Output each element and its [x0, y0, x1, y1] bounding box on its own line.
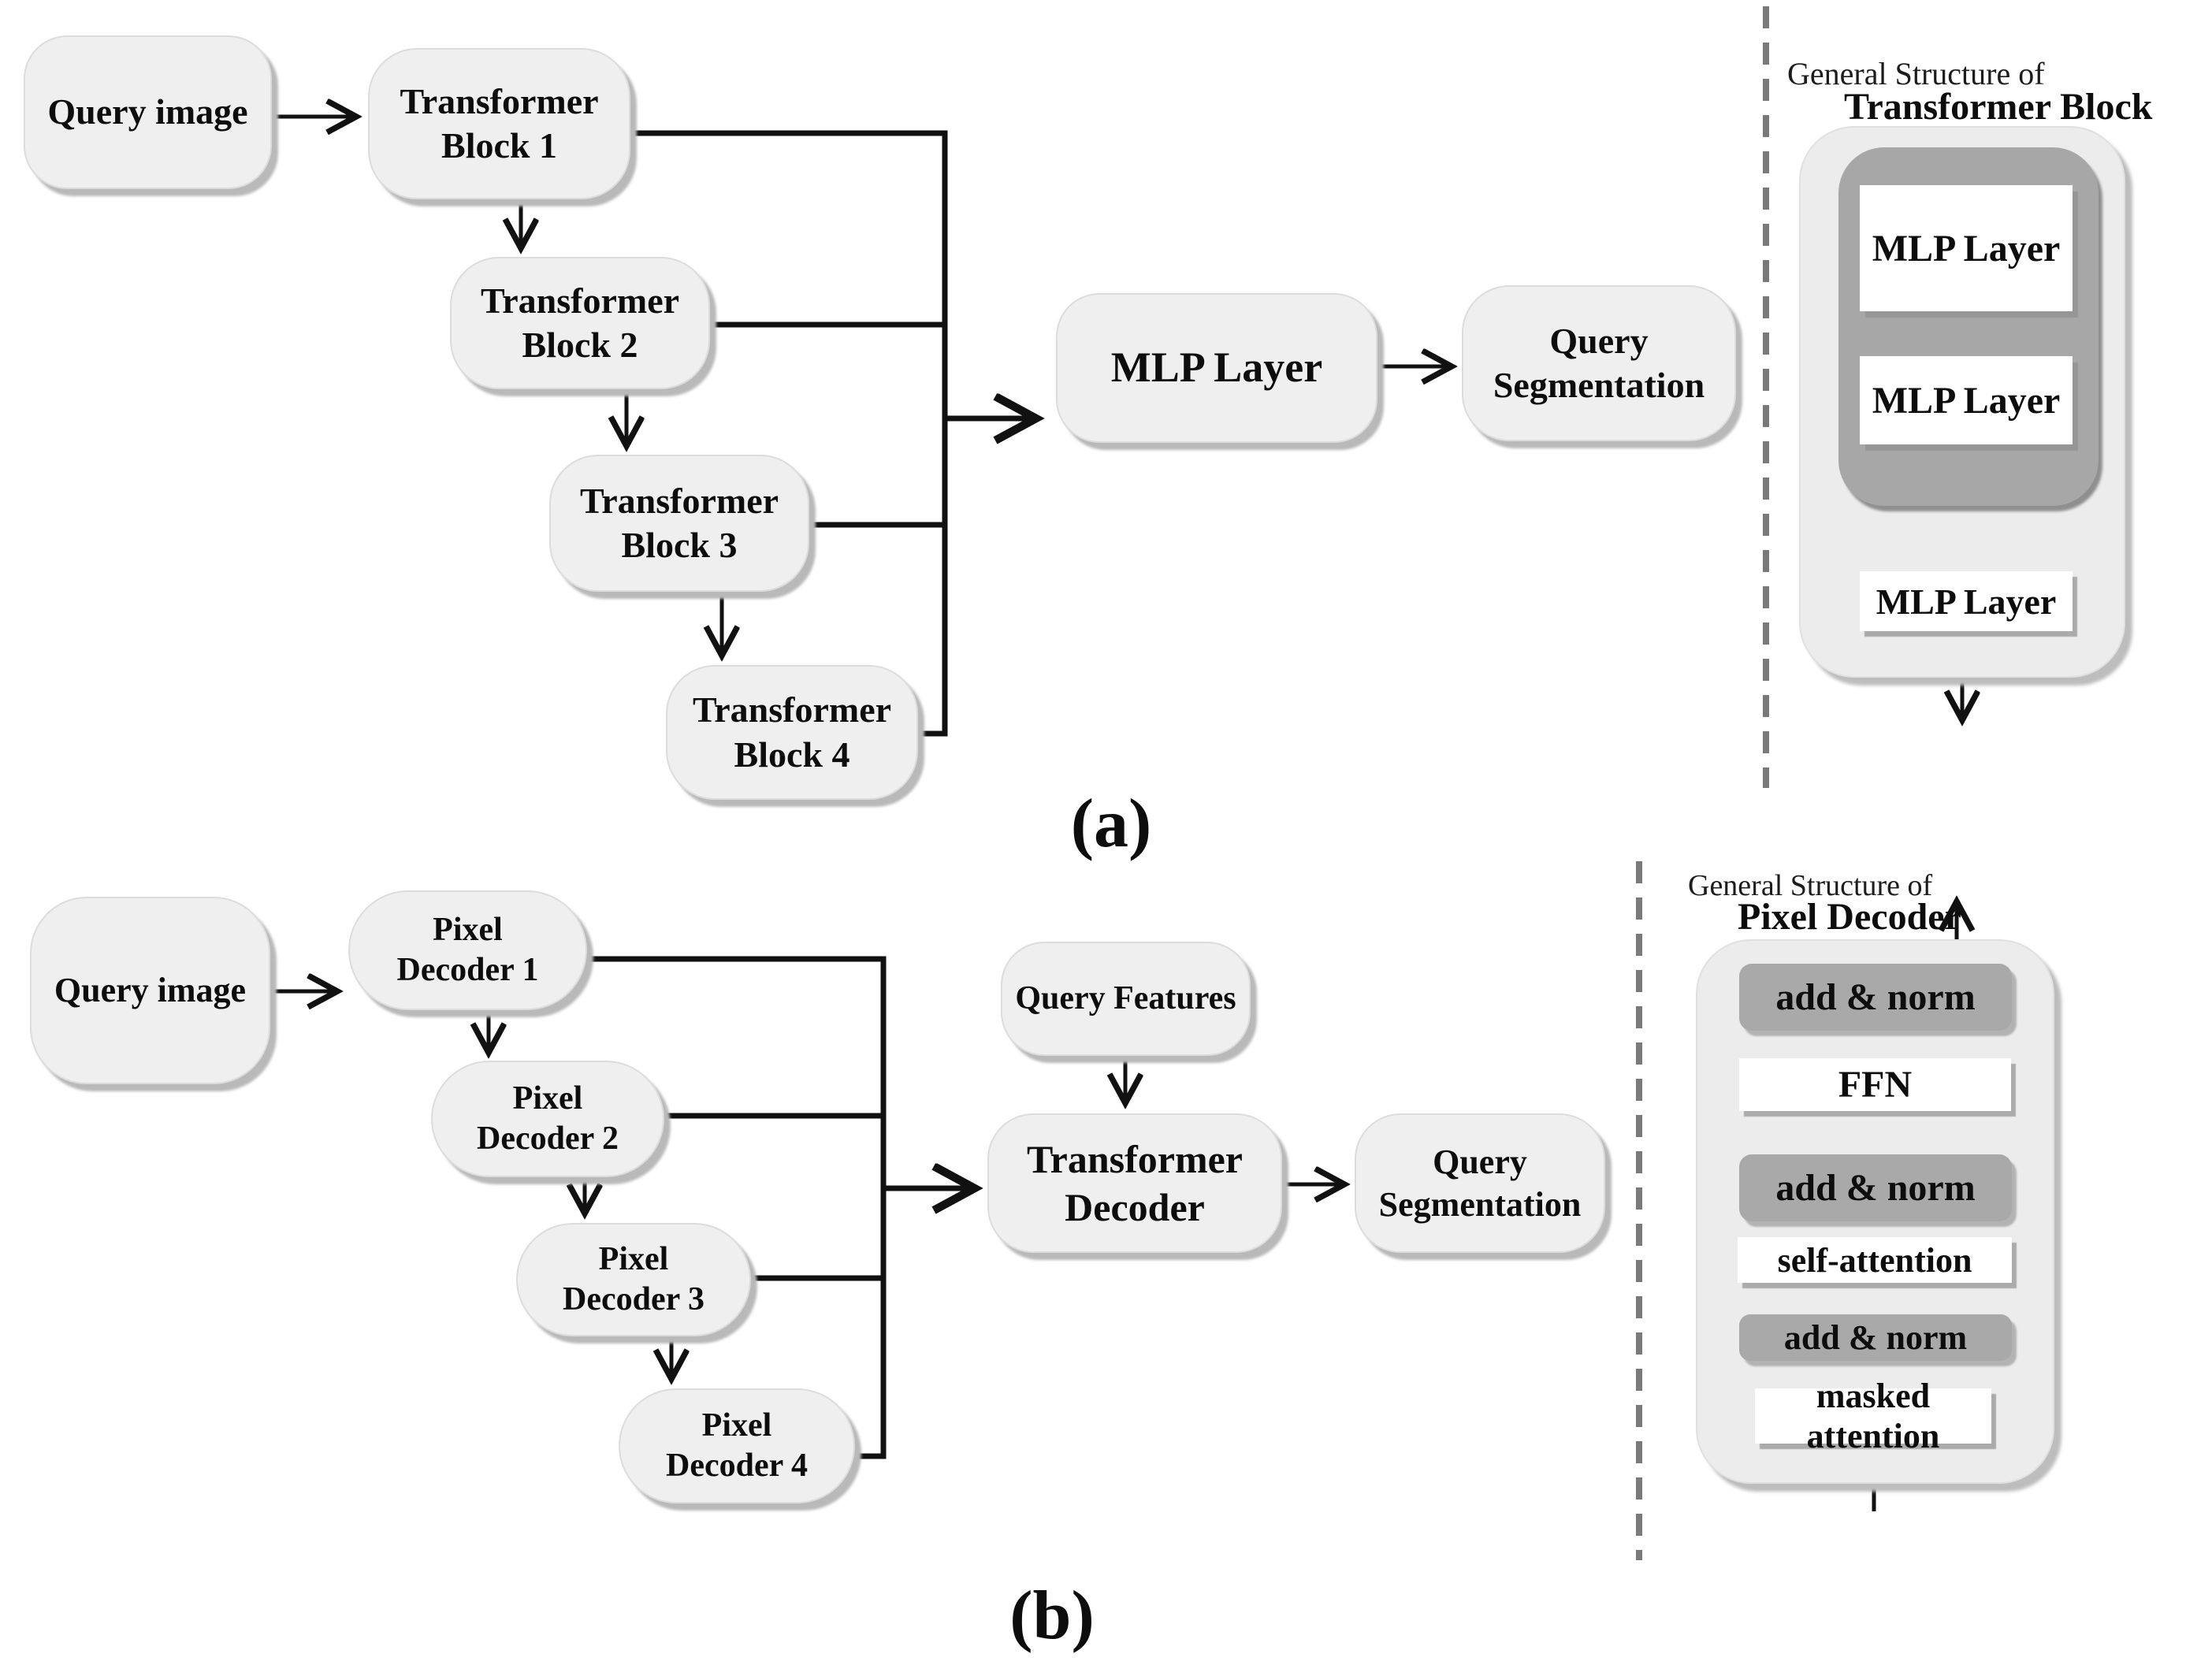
node-a-query-segmentation: Query Segmentation: [1462, 285, 1736, 441]
node-label: Block 3: [621, 525, 738, 565]
node-label: Query image: [47, 91, 248, 132]
a-detail-mlp-layer-3: MLP Layer: [1860, 571, 2073, 631]
node-label: Decoder 4: [666, 1448, 808, 1484]
a-detail-title-prefix: General Structure of: [1787, 56, 2045, 91]
node-label: Segmentation: [1378, 1184, 1582, 1224]
node-label: Pixel: [433, 911, 503, 948]
node-label: MLP Layer: [1110, 344, 1323, 392]
node-label: Pixel: [701, 1407, 772, 1444]
node-label: Block 4: [734, 734, 850, 775]
node-b-transformer-decoder: Transformer Decoder: [987, 1113, 1282, 1253]
node-label: Transformer: [579, 480, 779, 521]
b-detail-ffn: FFN: [1739, 1058, 2011, 1111]
b-detail-title: Pixel Decoder: [1738, 896, 1961, 938]
node-label: Query Features: [1015, 979, 1236, 1016]
node-label: Decoder 3: [563, 1281, 704, 1318]
node-a-transformer-block-1: Transformer Block 1: [368, 48, 630, 199]
b-detail-add-norm-top: add & norm: [1739, 964, 2012, 1031]
node-label: Transformer: [692, 689, 892, 730]
node-b-query-segmentation: Query Segmentation: [1355, 1113, 1605, 1253]
node-a-mlp-layer: MLP Layer: [1056, 293, 1377, 443]
node-b-query-features: Query Features: [1001, 942, 1251, 1056]
node-a-query-image: Query image: [24, 35, 272, 189]
node-label: Block 2: [522, 325, 638, 365]
node-b-pixel-decoder-3: Pixel Decoder 3: [516, 1223, 751, 1336]
node-label: Segmentation: [1493, 365, 1705, 405]
node-label: Decoder 2: [477, 1121, 619, 1157]
node-label: Transformer: [1027, 1136, 1243, 1181]
node-label: Block 1: [441, 125, 557, 165]
caption-a: (a): [1070, 786, 1152, 862]
node-label: Query image: [54, 971, 247, 1010]
node-label: Query: [1433, 1142, 1527, 1181]
node-label: Decoder: [1065, 1184, 1205, 1229]
node-a-transformer-block-2: Transformer Block 2: [450, 257, 710, 389]
node-a-transformer-block-3: Transformer Block 3: [549, 455, 809, 592]
node-label: Decoder 1: [396, 952, 539, 988]
b-detail-add-norm-bottom: add & norm: [1739, 1314, 2012, 1361]
node-label: Transformer: [480, 280, 680, 321]
node-b-pixel-decoder-2: Pixel Decoder 2: [431, 1061, 664, 1177]
b-detail-self-attention: self-attention: [1738, 1237, 2012, 1283]
node-b-pixel-decoder-4: Pixel Decoder 4: [619, 1388, 855, 1503]
a-detail-title: Transformer Block: [1844, 86, 2153, 128]
node-label: Query: [1549, 320, 1649, 361]
node-a-transformer-block-4: Transformer Block 4: [666, 665, 918, 800]
b-detail-add-norm-mid: add & norm: [1739, 1154, 2012, 1221]
panel-b-edges: [270, 956, 1343, 1459]
node-b-pixel-decoder-1: Pixel Decoder 1: [348, 890, 587, 1010]
caption-b: (b): [1009, 1578, 1095, 1654]
node-label: Transformer: [400, 80, 599, 121]
b-detail-title-prefix: General Structure of: [1688, 869, 1933, 902]
node-b-query-image: Query image: [30, 897, 270, 1084]
panel-a-edges: [272, 117, 1450, 737]
node-label: Pixel: [598, 1240, 669, 1277]
a-detail-mlp-layer-2: MLP Layer: [1860, 356, 2073, 444]
b-detail-masked-attention: masked attention: [1755, 1377, 1991, 1455]
a-detail-mlp-layer-1: MLP Layer: [1860, 185, 2073, 311]
node-label: Pixel: [512, 1080, 583, 1117]
